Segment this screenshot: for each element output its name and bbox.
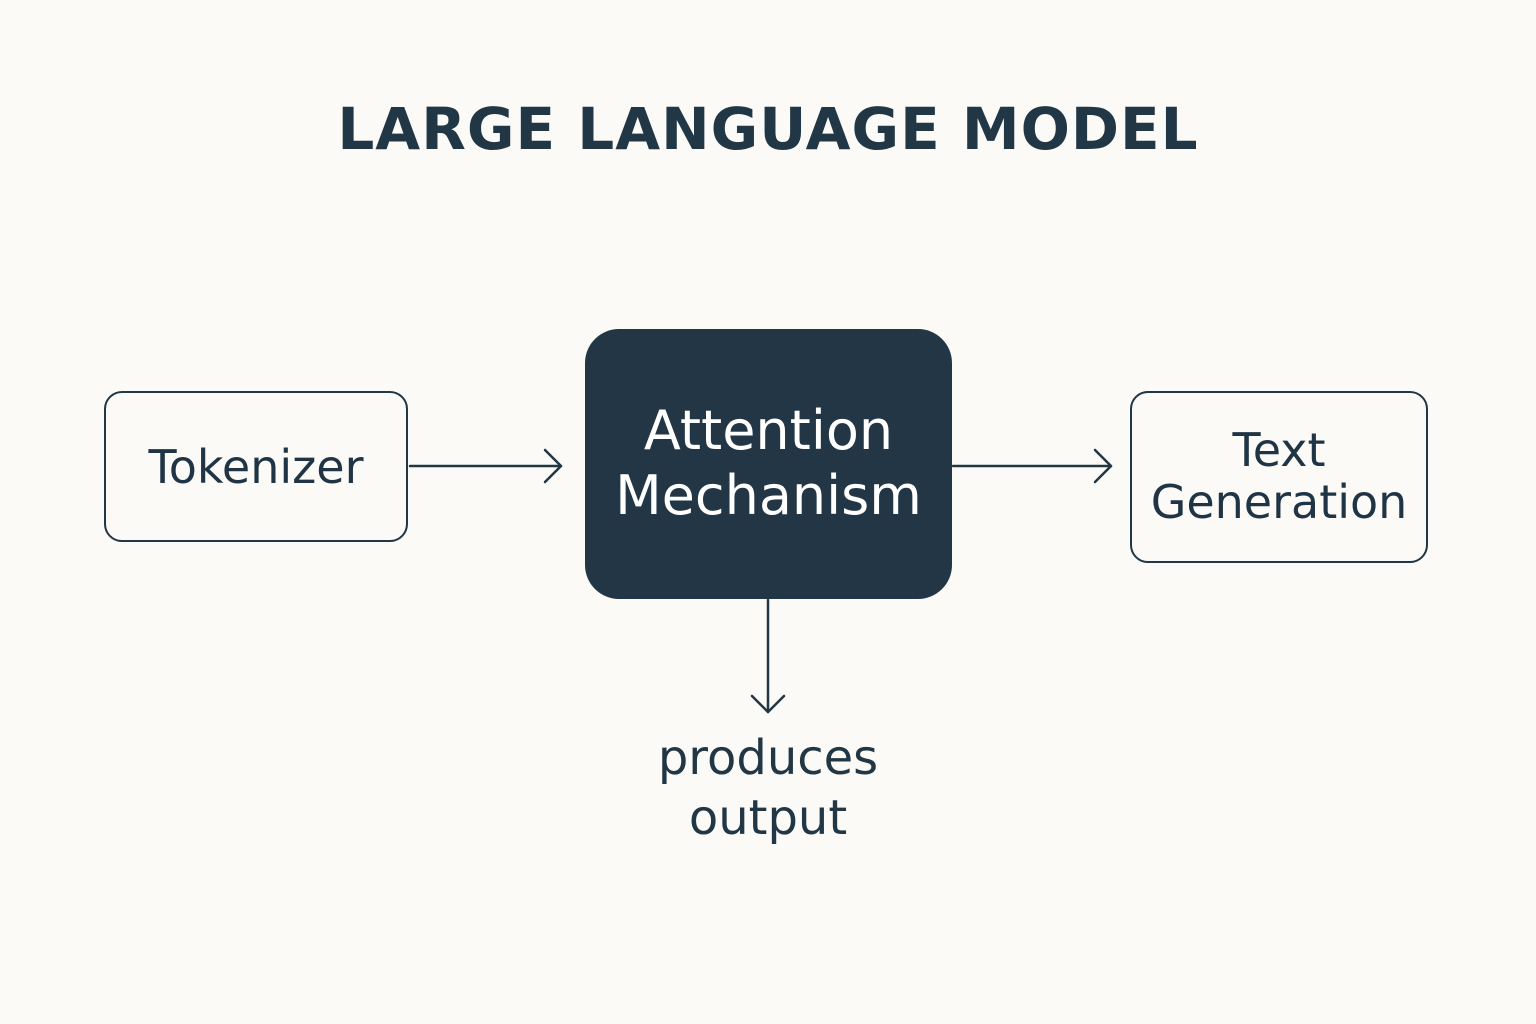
tokenizer-label: Tokenizer: [148, 439, 364, 494]
arrow-attention-to-output: [750, 598, 786, 714]
produces-output-label: produces output: [657, 730, 879, 846]
arrow-tokenizer-to-attention: [408, 448, 563, 484]
attention-mechanism-label: Attention Mechanism: [615, 399, 922, 527]
text-generation-node: Text Generation: [1130, 391, 1428, 563]
tokenizer-node: Tokenizer: [104, 391, 408, 542]
arrow-attention-to-text-generation: [951, 448, 1113, 484]
text-generation-label: Text Generation: [1150, 423, 1408, 529]
diagram-title: LARGE LANGUAGE MODEL: [337, 95, 1199, 163]
attention-mechanism-node: Attention Mechanism: [585, 329, 952, 599]
